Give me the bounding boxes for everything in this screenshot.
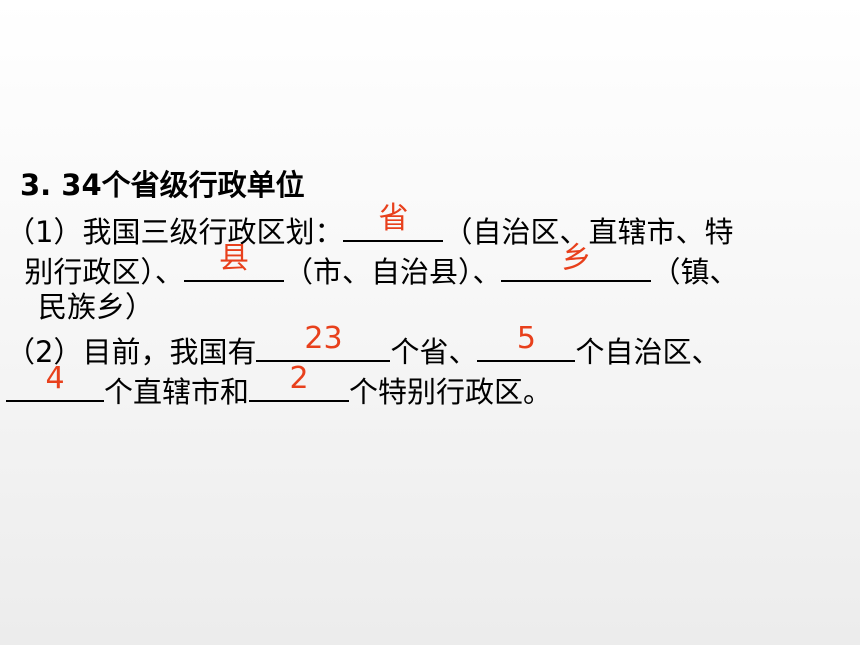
blank-municipalities: 4 <box>6 364 104 402</box>
blank-level2: 县 <box>183 244 284 282</box>
blank-level1: 省 <box>343 204 444 242</box>
part2-line1: （2）目前，我国有 23 个省、 5 个自治区、 <box>6 324 721 370</box>
answer-autonomous: 5 <box>516 321 537 356</box>
part1-line2-lead: 别行政区）、 <box>6 255 184 289</box>
answer-municipalities: 4 <box>45 361 65 396</box>
part2-after-sar: 个特别行政区。 <box>349 375 553 409</box>
part1-line1: （1）我国三级行政区划： 省 （自治区、直辖市、特 <box>6 204 734 250</box>
answer-level1: 省 <box>378 201 409 236</box>
blank-sar: 2 <box>249 364 350 402</box>
blank-level3: 乡 <box>501 244 652 282</box>
answer-level3: 乡 <box>561 241 592 276</box>
part2-after-provinces: 个省、 <box>390 335 478 369</box>
answer-level2: 县 <box>218 241 249 276</box>
part2-line2: 4 个直辖市和 2 个特别行政区。 <box>6 364 553 409</box>
question-heading: 3. 34个省级行政单位 <box>20 168 305 202</box>
part1-after1: （自治区、直辖市、特 <box>443 215 734 249</box>
answer-provinces: 23 <box>304 321 343 356</box>
part1-after3: （镇、 <box>651 255 739 289</box>
part1-line3: 民族乡） <box>38 290 155 324</box>
part2-after-municipalities: 个直辖市和 <box>104 375 250 409</box>
answer-sar: 2 <box>289 361 309 396</box>
part1-lead: （1）我国三级行政区划： <box>6 215 344 249</box>
blank-provinces: 23 <box>256 324 391 362</box>
part1-after2: （市、自治县）、 <box>283 255 502 289</box>
part2-after-autonomous: 个自治区、 <box>575 335 721 369</box>
part2-lead: （2）目前，我国有 <box>6 335 257 369</box>
blank-autonomous: 5 <box>477 324 576 362</box>
part1-line2: 别行政区）、县 （市、自治县）、 乡 （镇、 <box>6 244 739 290</box>
